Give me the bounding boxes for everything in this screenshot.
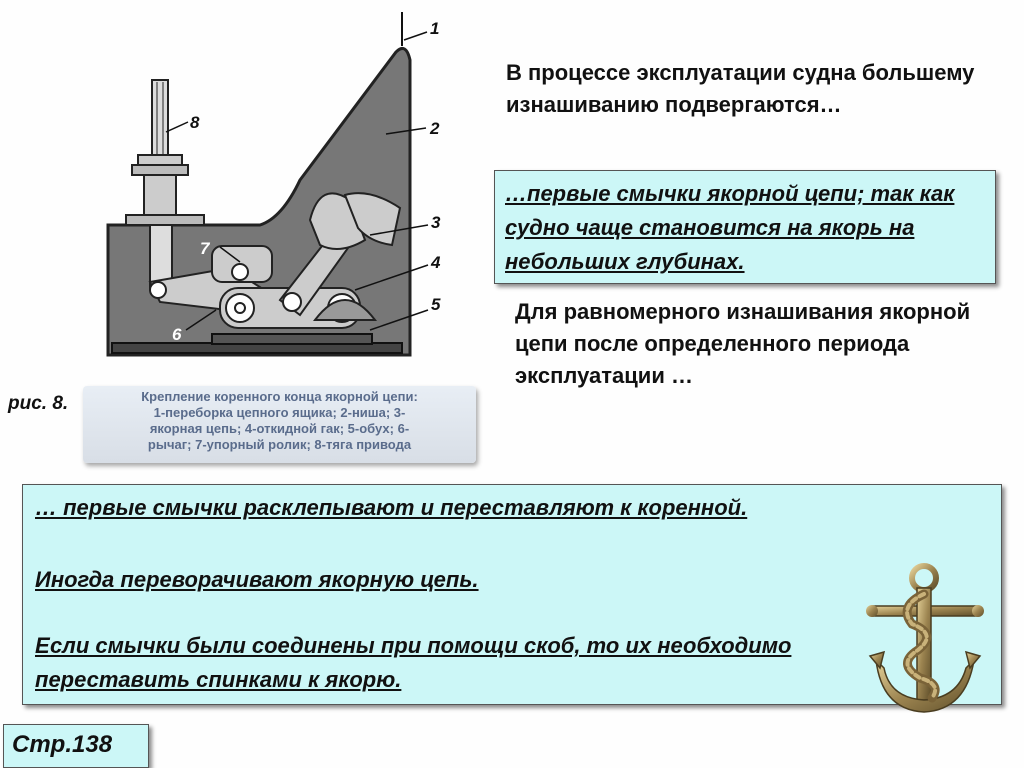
callout-5: 5 <box>431 295 441 314</box>
caption-line: Крепление коренного конца якорной цепи: <box>141 389 418 404</box>
callout-2: 2 <box>429 119 440 138</box>
caption-line: якорная цепь; 4-откидной гак; 5-обух; 6- <box>149 421 410 436</box>
callout-6: 6 <box>172 325 182 344</box>
callout-8: 8 <box>190 113 200 132</box>
question-2-text: Для равномерного изнашивания якорной цеп… <box>515 299 971 388</box>
chain-fastening-diagram: 1 2 3 4 5 6 7 8 <box>106 12 441 357</box>
answer-2-line-1: … первые смычки расклепывают и переставл… <box>35 495 748 520</box>
answer-box-1: …первые смычки якорной цепи; так как суд… <box>494 170 996 284</box>
callout-1: 1 <box>430 19 439 38</box>
page-reference: Стр.138 <box>3 724 149 768</box>
intro-text: В процессе эксплуатации судна большему и… <box>506 60 975 117</box>
callout-3: 3 <box>431 213 441 232</box>
callout-7: 7 <box>200 239 211 258</box>
caption-line: 1-переборка цепного ящика; 2-ниша; 3- <box>153 405 406 420</box>
figure-label: рис. 8. <box>8 393 69 414</box>
figure-caption: Крепление коренного конца якорной цепи: … <box>83 386 476 463</box>
callout-4: 4 <box>430 253 441 272</box>
page-reference-text: Стр.138 <box>12 731 113 758</box>
caption-line: рычаг; 7-упорный ролик; 8-тяга привода <box>147 437 412 452</box>
answer-1-text: …первые смычки якорной цепи; так как суд… <box>505 181 955 274</box>
answer-2-line-2: Иногда переворачивают якорную цепь. <box>35 567 479 592</box>
answer-box-2: … первые смычки расклепывают и переставл… <box>22 484 1002 705</box>
anchor-icon <box>866 563 984 713</box>
answer-2-line-3: Если смычки были соединены при помощи ск… <box>35 633 792 692</box>
